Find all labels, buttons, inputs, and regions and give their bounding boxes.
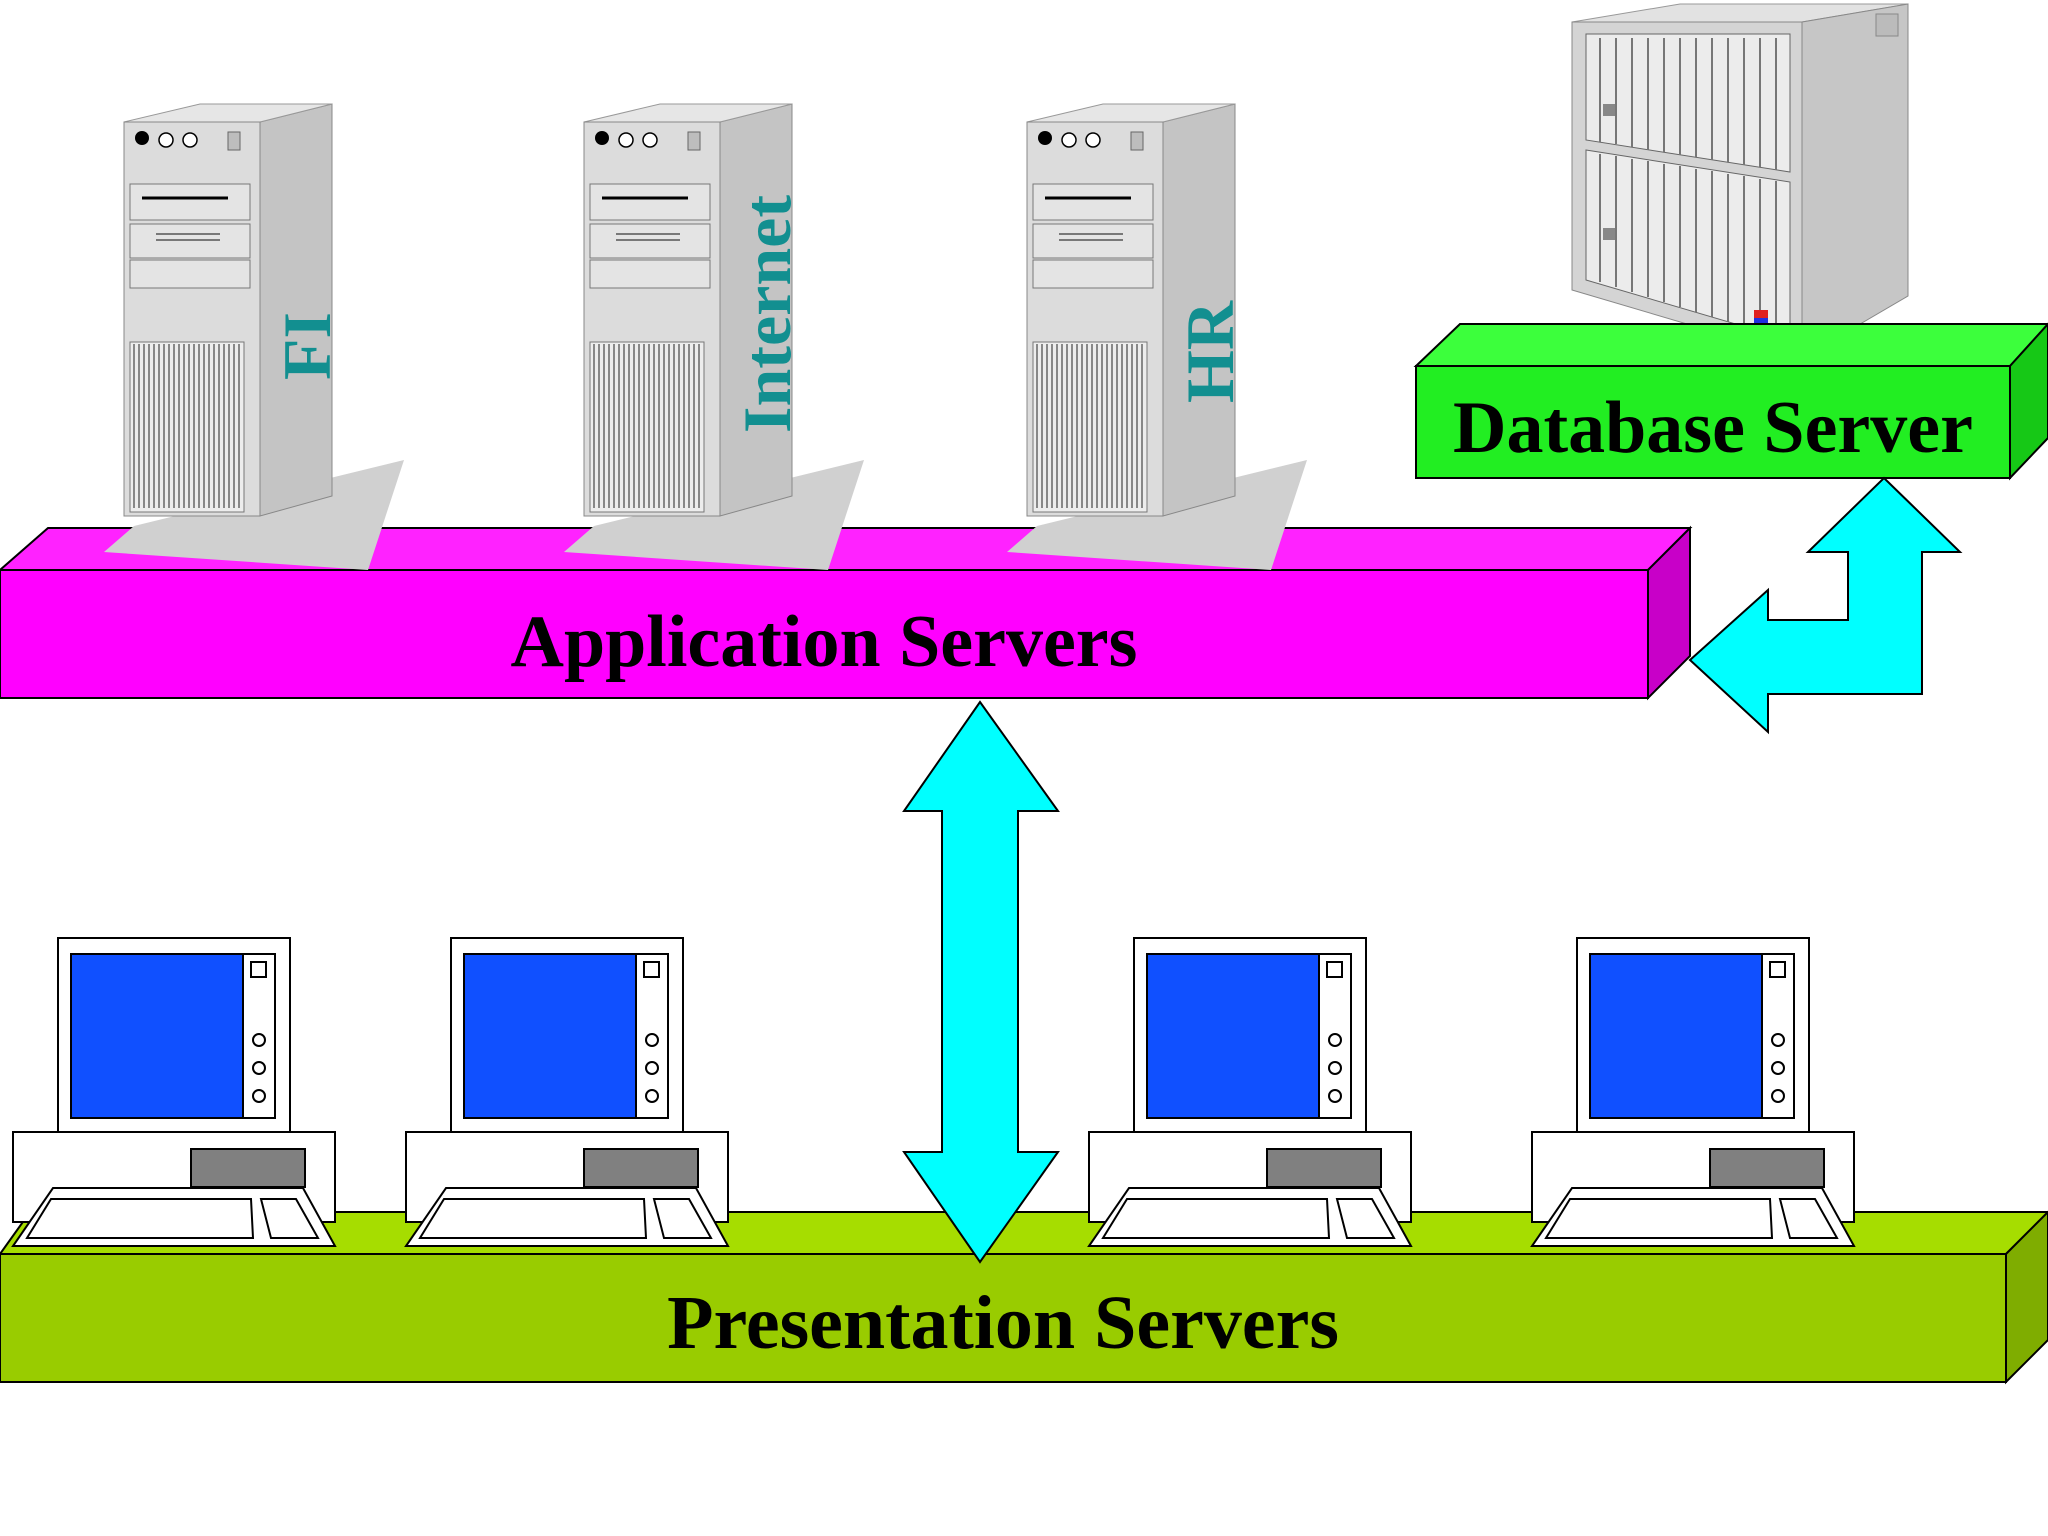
application-bar-front [0, 569, 1649, 699]
presentation-bar-front [0, 1253, 2007, 1383]
client-workstation [1530, 937, 1856, 1247]
server-label-internet: Internet [729, 195, 805, 433]
drive-bay [1032, 183, 1154, 221]
drive-bay [589, 223, 711, 259]
tower-side [259, 103, 333, 517]
monitor [1133, 937, 1367, 1133]
cabinet-panel-upper [1585, 33, 1791, 173]
database-server: Database Server [1413, 3, 2048, 481]
vent-grille [1032, 341, 1148, 513]
status-light-blue [1754, 318, 1768, 326]
client-workstation [1087, 937, 1413, 1247]
server-tower-fi: FI [104, 103, 404, 570]
monitor [450, 937, 684, 1133]
database-box-top [1413, 323, 2048, 367]
client-workstation [404, 937, 730, 1247]
vent-grille [589, 341, 705, 513]
keyboard [1087, 1187, 1413, 1247]
database-server-cabinet [1571, 3, 1909, 359]
status-light-red [1754, 310, 1768, 318]
monitor-screen [1589, 953, 1763, 1119]
disk-drive [1266, 1148, 1382, 1188]
disk-drive [583, 1148, 699, 1188]
database-server-label: Database Server [1453, 387, 1973, 469]
database-server-box: Database Server [1413, 322, 2048, 481]
drive-bay [1032, 223, 1154, 259]
cabinet-side [1801, 3, 1909, 359]
double-arrow-application-database [1688, 476, 1963, 735]
drive-bay [589, 183, 711, 221]
double-arrow-presentation-application [902, 700, 1060, 1264]
server-tower-hr: HR [1007, 103, 1307, 570]
server-label-fi: FI [269, 312, 345, 380]
database-box-front [1415, 365, 2011, 479]
application-servers-bar: Application Servers [0, 525, 1693, 701]
server-tower-internet: Internet [564, 103, 864, 570]
monitor-screen [1146, 953, 1320, 1119]
drive-bay [589, 259, 711, 289]
client-workstation [11, 937, 337, 1247]
vent-grille [129, 341, 245, 513]
drive-bay [129, 223, 251, 259]
application-servers-label: Application Servers [511, 601, 1138, 683]
server-label-hr: HR [1172, 300, 1248, 403]
keyboard [1530, 1187, 1856, 1247]
drive-bay [129, 259, 251, 289]
keyboard [11, 1187, 337, 1247]
monitor [1576, 937, 1810, 1133]
monitor-screen [70, 953, 244, 1119]
presentation-servers-label: Presentation Servers [667, 1281, 1339, 1365]
keyboard [404, 1187, 730, 1247]
monitor-screen [463, 953, 637, 1119]
monitor [57, 937, 291, 1133]
disk-drive [190, 1148, 306, 1188]
drive-bay [129, 183, 251, 221]
drive-bay [1032, 259, 1154, 289]
disk-drive [1709, 1148, 1825, 1188]
